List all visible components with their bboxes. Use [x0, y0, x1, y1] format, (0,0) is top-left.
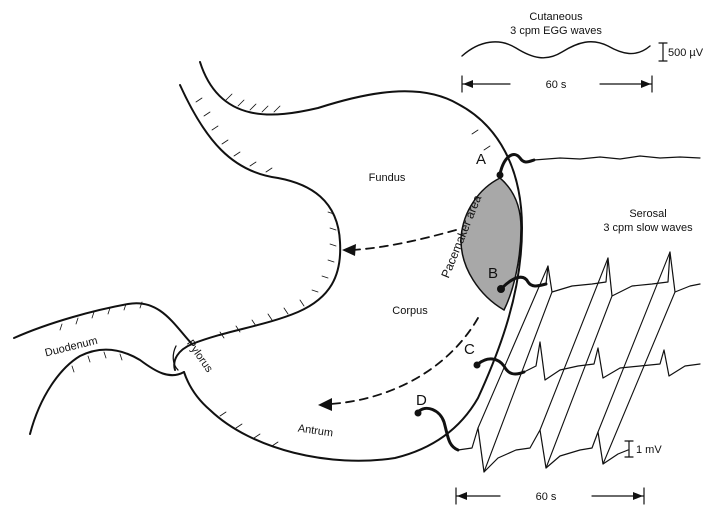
lower-arrow-head — [318, 398, 332, 411]
electrode-a-label: A — [476, 151, 486, 168]
electrode-b-contact — [497, 285, 505, 293]
trace-c — [524, 342, 700, 380]
egg-scale-bar — [659, 43, 667, 61]
trace-a — [534, 156, 700, 160]
electrode-a-contact — [497, 172, 504, 179]
electrode-d-label: D — [416, 392, 427, 409]
electrode-c-lead — [478, 359, 524, 374]
egg-scale-label: 500 µV — [668, 47, 704, 59]
upper-propagation-arrow — [352, 230, 456, 250]
egg-time-arrow-right-head — [641, 80, 651, 88]
egg-waveform — [462, 42, 650, 58]
serosal-time-arrow-right-head — [633, 492, 643, 500]
serosal-time-label: 60 s — [536, 491, 557, 503]
egg-time-label: 60 s — [546, 79, 567, 91]
trace-d — [458, 428, 628, 472]
electrode-c-label: C — [464, 341, 475, 358]
duodenum-lower-wall — [30, 350, 184, 434]
electrode-d-contact — [415, 410, 422, 417]
corpus-label: Corpus — [392, 305, 428, 317]
timing-line-3 — [598, 252, 670, 432]
serosal-title-line2: 3 cpm slow waves — [603, 222, 693, 234]
fundus-label: Fundus — [369, 172, 406, 184]
trace-b — [546, 252, 700, 296]
serosal-time-arrow-left-head — [457, 492, 467, 500]
egg-title-line2: 3 cpm EGG waves — [510, 25, 602, 37]
timing-line-6 — [603, 292, 675, 464]
serosal-scale-bar — [625, 441, 633, 457]
timing-line-5 — [546, 296, 612, 468]
stomach-inner-wall — [174, 85, 340, 370]
serosal-title-line1: Serosal — [629, 208, 666, 220]
electrode-a-lead — [500, 155, 534, 174]
electrode-c-contact — [474, 362, 481, 369]
antrum-label: Antrum — [297, 423, 334, 440]
pylorus-label: Pylorus — [184, 338, 215, 375]
upper-arrow-head — [342, 244, 356, 256]
serosal-scale-label: 1 mV — [636, 444, 662, 456]
lower-propagation-arrow — [330, 318, 478, 404]
electrode-b-label: B — [488, 265, 498, 282]
duodenum-upper-wall — [14, 303, 192, 344]
egg-title-line1: Cutaneous — [529, 11, 583, 23]
egg-time-arrow-left-head — [463, 80, 473, 88]
duodenum-label: Duodenum — [44, 335, 99, 360]
